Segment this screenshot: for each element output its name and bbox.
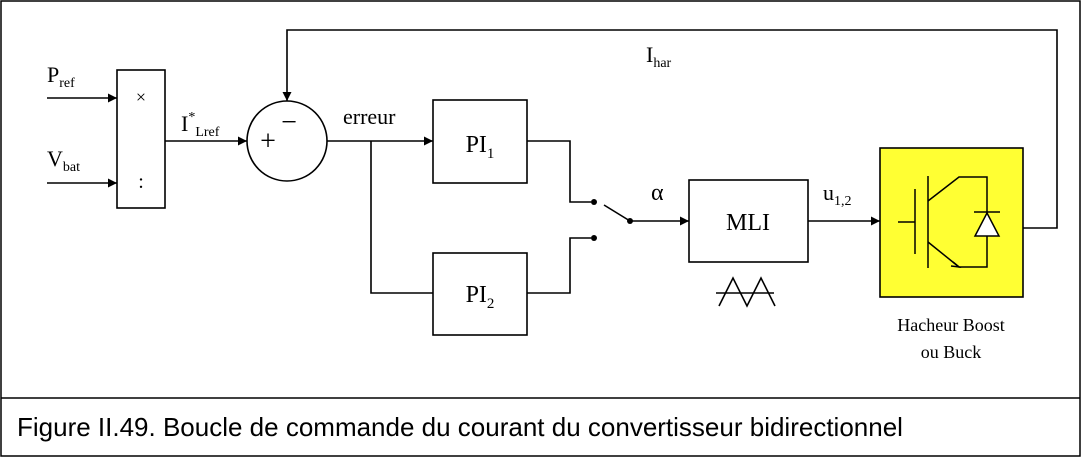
summer-minus: − xyxy=(281,107,297,138)
converter-label-line1: Hacheur Boost xyxy=(897,315,1004,335)
pi1-label: PI1 xyxy=(466,132,495,162)
carrier-wave-icon xyxy=(716,276,776,308)
switch-contact-1 xyxy=(591,199,597,205)
multiply-symbol: × xyxy=(136,87,146,107)
control-signal-label: u1,2 xyxy=(823,180,852,209)
feedback-label: Ihar xyxy=(646,42,672,71)
feedback-path xyxy=(282,29,1058,229)
divide-symbol: : xyxy=(138,171,144,193)
pi1-block xyxy=(432,99,528,184)
pi2-label: PI2 xyxy=(466,282,495,312)
pi2-output-path xyxy=(527,237,591,294)
multiplier-divider-block xyxy=(116,69,166,209)
error-to-pi2-path xyxy=(370,141,433,294)
converter-label-line2: ou Buck xyxy=(921,342,982,362)
error-label: erreur xyxy=(343,104,396,129)
switch-blade xyxy=(603,204,631,222)
p-ref-label: Pref xyxy=(47,62,75,91)
v-bat-label: Vbat xyxy=(47,146,80,175)
mli-label: MLI xyxy=(726,210,770,236)
mli-block xyxy=(688,179,809,263)
alpha-label: α xyxy=(651,180,664,206)
igbt-diode-icon xyxy=(898,176,1001,269)
pi1-output-path xyxy=(527,140,591,203)
summer-plus: + xyxy=(260,126,276,157)
switch-contact-2 xyxy=(591,235,597,241)
figure-caption: Figure II.49. Boucle de commande du cour… xyxy=(17,412,903,442)
pi2-block xyxy=(432,252,528,336)
current-ref-label: I*Lref xyxy=(181,110,220,140)
